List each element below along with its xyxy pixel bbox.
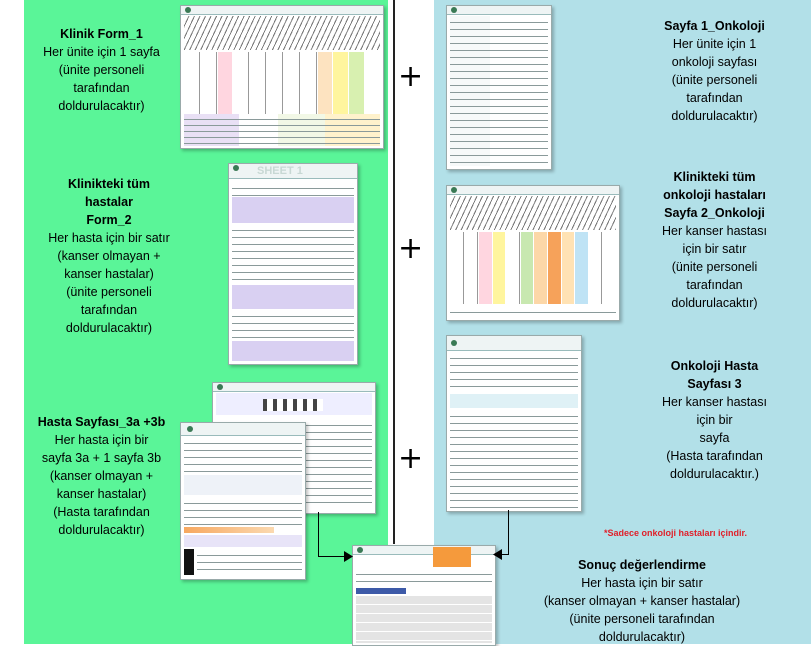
plus-sign-1: +	[398, 59, 424, 94]
onkoloji-hasta-thumbnail	[446, 335, 582, 512]
arrow-left-icon	[493, 549, 502, 560]
klinik-form1-title: Klinik Form_1	[60, 27, 143, 41]
center-divider	[393, 0, 395, 544]
sayfa2-onkoloji-thumbnail	[446, 185, 620, 321]
klinik-form1-label: Klinik Form_1 Her ünite için 1 sayfa (ün…	[24, 25, 179, 115]
connector-line-left-v	[318, 512, 319, 556]
connector-line-left-h	[318, 556, 352, 557]
plus-sign-2: +	[398, 231, 424, 266]
sayfa1-onkoloji-thumbnail	[446, 5, 552, 170]
connector-line-right-v	[508, 510, 509, 554]
sayfa2-onkoloji-label: Klinikteki tüm onkoloji hastaları Sayfa …	[662, 170, 767, 310]
oncology-only-note: *Sadece onkoloji hastaları içindir.	[604, 528, 748, 538]
hasta-sayfasi-3a-thumbnail	[180, 422, 306, 580]
sayfa1-onkoloji-label: Sayfa 1_Onkoloji Her ünite için 1 onkolo…	[664, 19, 765, 123]
klinik-form1-thumbnail	[180, 5, 384, 149]
hasta-sayfasi-label: Hasta Sayfası_3a +3b Her hasta için bir …	[37, 415, 166, 537]
sheet-watermark: SHEET 1	[257, 165, 303, 177]
arrow-right-icon	[344, 551, 353, 562]
sonuc-label: Sonuç değerlendirme Her hasta için bir s…	[543, 558, 741, 644]
klinik-form2-label: Klinikteki tüm hastalar Form_2 Her hasta…	[48, 177, 170, 335]
onkoloji-hasta-label: Onkoloji Hasta Sayfası 3 Her kanser hast…	[662, 359, 767, 481]
klinik-form2-thumbnail: SHEET 1	[228, 163, 358, 365]
plus-sign-3: +	[398, 441, 424, 476]
sonuc-thumbnail	[352, 545, 496, 646]
